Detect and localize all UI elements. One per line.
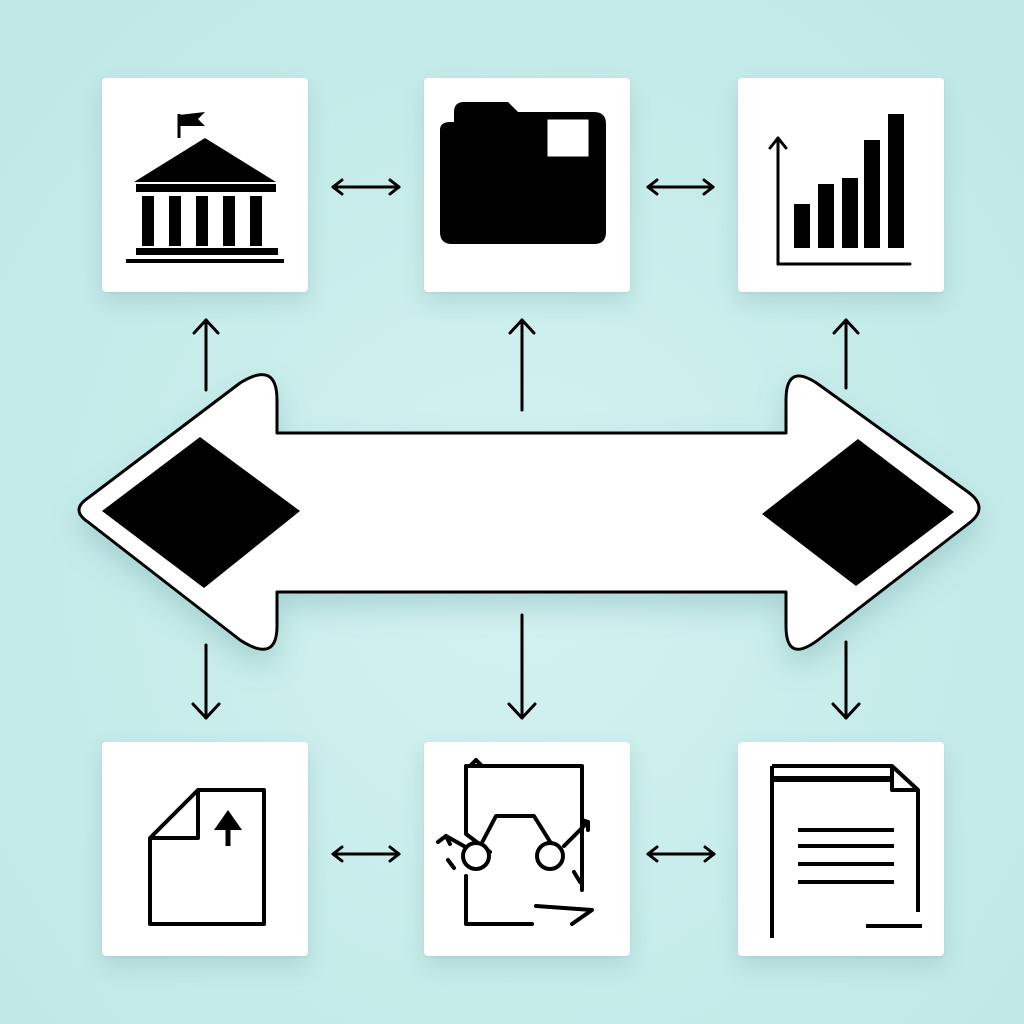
double-headed-arrow-icon <box>77 373 981 651</box>
institution-building-icon <box>126 112 284 263</box>
process-flow-icon <box>436 758 594 926</box>
arrow-up-to-analytics <box>832 318 860 390</box>
double-arrow-process-report <box>646 845 716 863</box>
double-arrow-institution-folder <box>331 178 401 196</box>
text-document-icon <box>770 764 922 938</box>
arrow-down-to-process <box>507 613 537 720</box>
arrow-up-to-institution <box>192 318 220 392</box>
right-diamond <box>762 439 954 586</box>
left-diamond <box>102 437 300 588</box>
document-upload-icon <box>148 788 266 926</box>
node-analytics[interactable] <box>738 78 944 292</box>
double-arrow-upload-process <box>331 845 401 863</box>
arrow-up-to-folder <box>508 318 536 412</box>
node-folder[interactable] <box>424 78 630 292</box>
node-process[interactable] <box>424 742 630 956</box>
node-upload[interactable] <box>102 742 308 956</box>
double-arrow-folder-analytics <box>646 178 715 196</box>
arrow-down-to-upload <box>191 643 221 720</box>
bar-chart-icon <box>768 114 912 266</box>
node-institution[interactable] <box>102 78 308 292</box>
node-report[interactable] <box>738 742 944 956</box>
folder-icon <box>440 102 606 244</box>
arrow-down-to-report <box>831 640 861 720</box>
